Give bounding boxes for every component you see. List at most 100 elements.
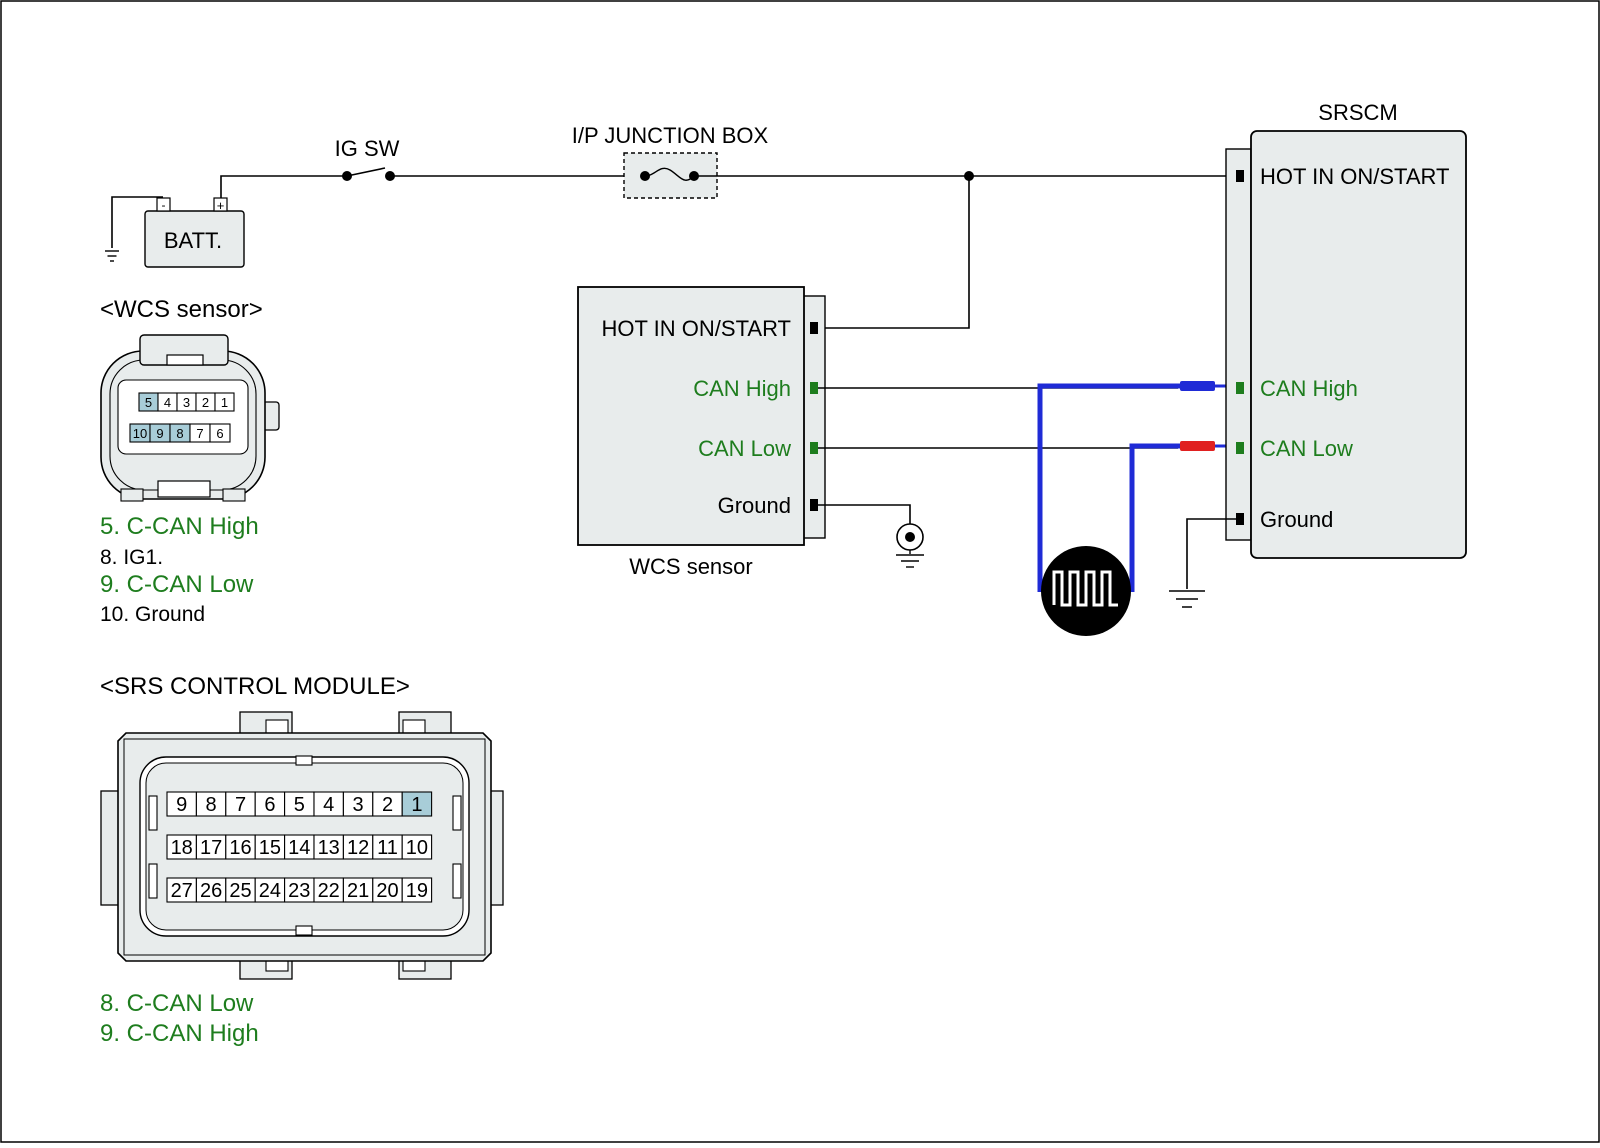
connector-pin-label: 16: [229, 837, 251, 859]
connector-pin-label: 12: [347, 837, 369, 859]
connector-pin-label: 27: [171, 880, 193, 902]
ig-sw-label: IG SW: [335, 136, 400, 161]
connector-pin-label: 3: [353, 794, 364, 816]
ground-symbol-battery: [105, 250, 119, 262]
oscilloscope-probe: [1037, 381, 1233, 636]
connector-pin-label: 20: [376, 880, 398, 902]
wcs-label-ground: Ground: [718, 493, 791, 518]
wcs-legend-10: 10. Ground: [100, 603, 205, 626]
connector-pin-label: 26: [200, 880, 222, 902]
connector-pin-1: 1: [401, 791, 433, 817]
wcs-pin-hot: [810, 322, 818, 334]
connector-pin-18: 18: [166, 834, 197, 860]
connector-pin-14: 14: [284, 834, 315, 860]
connector-pin-label: 24: [259, 880, 281, 902]
connector-pin-label: 13: [318, 837, 340, 859]
connector-pin-label: 15: [259, 837, 281, 859]
connector-pin-label: 5: [145, 395, 152, 410]
square-wave-icon: [1052, 570, 1118, 607]
srs-connector-title: <SRS CONTROL MODULE>: [100, 673, 410, 700]
connector-pin-10: 10: [401, 834, 433, 860]
connector-pin-label: 21: [347, 880, 369, 902]
connector-pin-23: 23: [284, 877, 315, 903]
connector-pin-label: 9: [176, 794, 187, 816]
connector-pin-label: 8: [176, 426, 183, 441]
wcs-label-hot: HOT IN ON/START: [602, 316, 791, 341]
wcs-legend-8: 8. IG1.: [100, 546, 163, 569]
connector-pin-3: 3: [176, 392, 197, 412]
probe-can-high-lead: [1037, 383, 1185, 592]
connector-pin-label: 10: [133, 426, 147, 441]
connector-pin-22: 22: [313, 877, 344, 903]
connector-pin-label: 11: [377, 837, 398, 859]
srscm-label-ground: Ground: [1260, 507, 1333, 532]
wcs-pin-ground: [810, 499, 818, 511]
battery-minus-sign: -: [162, 198, 166, 212]
wcs-module-body: [577, 286, 805, 546]
connector-pin-label: 23: [288, 880, 310, 902]
connector-pin-label: 9: [156, 426, 163, 441]
connector-pin-label: 17: [200, 837, 222, 859]
connector-pin-12: 12: [342, 834, 374, 860]
junction-box-label: I/P JUNCTION BOX: [572, 123, 769, 148]
connector-pin-label: 2: [202, 395, 209, 410]
connector-pin-label: 7: [196, 426, 203, 441]
connector-pin-label: 25: [229, 880, 251, 902]
battery-plus-sign: +: [217, 198, 225, 213]
connector-pin-4: 4: [313, 791, 344, 817]
connector-pin-label: 19: [406, 880, 428, 902]
srscm-pin-ground: [1236, 513, 1244, 525]
connector-pin-label: 10: [406, 837, 428, 859]
connector-pin-13: 13: [313, 834, 344, 860]
srscm-module-body: [1250, 130, 1467, 559]
connector-pin-label: 22: [318, 880, 340, 902]
connector-pin-19: 19: [401, 877, 433, 903]
srscm-connector-strip: [1225, 148, 1252, 541]
wcs-legend-9: 9. C-CAN Low: [100, 571, 254, 598]
connector-pin-17: 17: [195, 834, 227, 860]
connector-pin-3: 3: [342, 791, 374, 817]
hot-to-wcs-wire: [818, 176, 970, 329]
connector-pin-5: 5: [284, 791, 315, 817]
connector-pin-25: 25: [225, 877, 256, 903]
connector-pin-20: 20: [372, 877, 403, 903]
connector-pin-label: 1: [221, 395, 228, 410]
connector-pin-11: 11: [372, 834, 403, 860]
ignition-switch: IG SW: [335, 136, 400, 181]
connector-pin-16: 16: [225, 834, 256, 860]
connector-pin-9: 9: [166, 791, 197, 817]
battery-ground-wire: [111, 196, 163, 248]
connector-pin-label: 1: [411, 794, 422, 816]
wcs-sensor-module: HOT IN ON/START CAN High CAN Low Ground …: [577, 286, 826, 579]
connector-pin-26: 26: [195, 877, 227, 903]
connector-pin-label: 6: [216, 426, 223, 441]
ground-symbol-srscm: [1169, 590, 1205, 608]
connector-pin-label: 7: [235, 794, 246, 816]
battery-positive-wire: [220, 175, 345, 198]
probe-can-low-lead: [1129, 443, 1180, 592]
srscm-label-hot: HOT IN ON/START: [1260, 164, 1449, 189]
connector-pin-24: 24: [254, 877, 286, 903]
srscm-pin-hot: [1236, 170, 1244, 182]
connector-pin-label: 18: [171, 837, 193, 859]
connector-pin-6: 6: [254, 791, 286, 817]
connector-pin-1: 1: [214, 392, 235, 412]
srscm-ground-wire: [1186, 518, 1236, 589]
wcs-module-title: WCS sensor: [629, 554, 752, 579]
srscm-label-can-high: CAN High: [1260, 376, 1358, 401]
srs-legend-9: 9. C-CAN High: [100, 1020, 259, 1047]
srscm-title: SRSCM: [1318, 100, 1397, 125]
wcs-connector-title: <WCS sensor>: [100, 296, 263, 323]
connector-pin-label: 3: [183, 395, 190, 410]
battery-body: [144, 210, 245, 268]
wcs-label-can-low: CAN Low: [698, 436, 791, 461]
srscm-label-can-low: CAN Low: [1260, 436, 1353, 461]
connector-pin-4: 4: [157, 392, 178, 412]
srscm-module: HOT IN ON/START CAN High CAN Low Ground …: [1225, 100, 1467, 559]
connector-pin-8: 8: [195, 791, 227, 817]
connector-pin-label: 8: [206, 794, 217, 816]
